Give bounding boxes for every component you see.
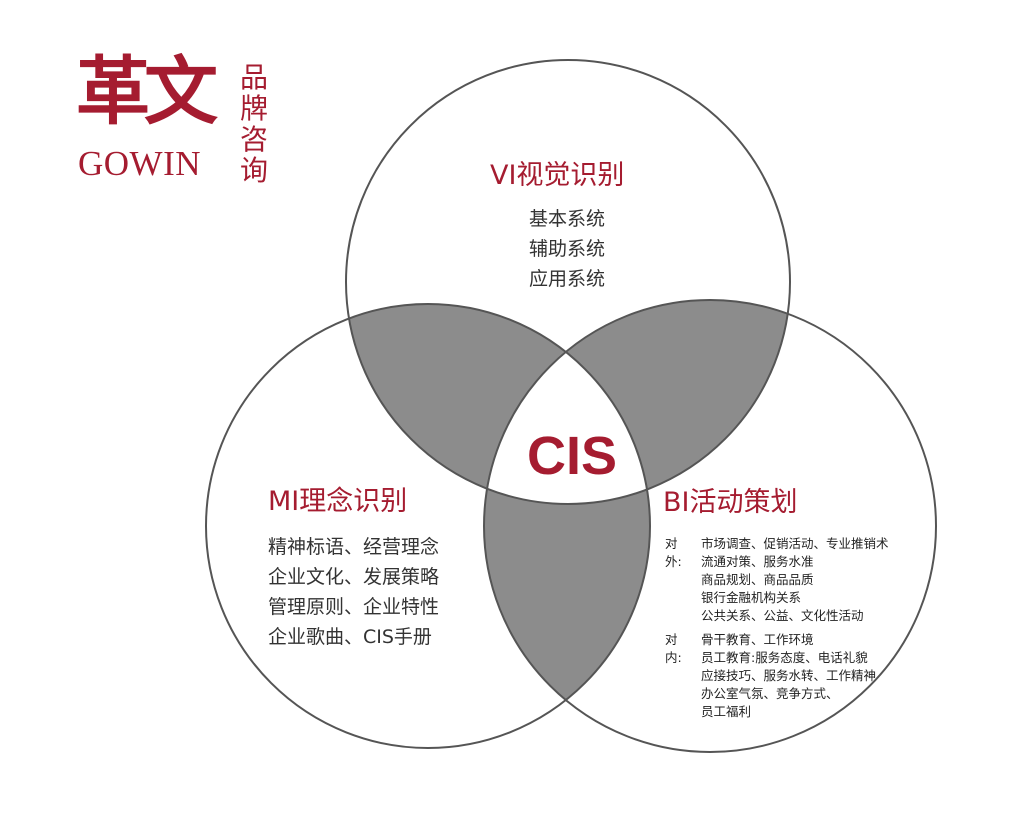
bi-internal-label: 对内: (665, 632, 682, 665)
overlap-regions (346, 300, 790, 748)
bi-external-label: 对外: (665, 536, 682, 569)
bi-internal-item: 应接技巧、服务水转、工作精神 (701, 668, 877, 683)
logo-latin: GOWIN (78, 144, 202, 183)
bi-internal-item: 员工教育:服务态度、电话礼貌 (701, 650, 868, 665)
mi-item: 企业歌曲、CIS手册 (268, 626, 432, 648)
bi-external-list: 市场调查、促销活动、专业推销术流通对策、服务水准商品规划、商品品质银行金融机构关… (701, 535, 889, 625)
mi-item: 精神标语、经营理念 (268, 536, 440, 558)
vi-circle (345, 59, 791, 505)
bi-internal-list: 骨干教育、工作环境员工教育:服务态度、电话礼貌应接技巧、服务水转、工作精神办公室… (701, 631, 876, 721)
mi-title: MI理念识别 (268, 486, 408, 517)
bi-external-item: 流通对策、服务水准 (701, 554, 814, 569)
mi-item-list: 精神标语、经营理念企业文化、发展策略管理原则、企业特性企业歌曲、CIS手册 (268, 532, 439, 652)
bi-external-item: 银行金融机构关系 (701, 590, 802, 605)
bi-title: BI活动策划 (663, 487, 798, 518)
center-overlap (484, 304, 650, 504)
logo-chinese: 革文 (76, 49, 218, 135)
bi-external-item: 公共关系、公益、文化性活动 (701, 608, 864, 623)
mi-item: 管理原则、企业特性 (268, 596, 440, 618)
vi-item: 应用系统 (528, 268, 605, 290)
bi-internal-item: 员工福利 (701, 704, 752, 719)
vi-item: 辅助系统 (528, 238, 605, 260)
bi-circle (483, 299, 937, 753)
vi-item-list: 基本系统辅助系统应用系统 (0, 204, 1032, 294)
mi-circle (205, 303, 651, 749)
bi-internal-item: 办公室气氛、竞争方式、 (701, 686, 839, 701)
logo-tagline: 品牌咨询 (240, 61, 269, 187)
vi-item: 基本系统 (528, 208, 605, 230)
bi-external-item: 商品规划、商品品质 (701, 572, 814, 587)
mi-item: 企业文化、发展策略 (268, 566, 440, 588)
gowin-logo: 革文 GOWIN 品牌咨询 (72, 50, 282, 187)
bi-external-item: 市场调查、促销活动、专业推销术 (701, 536, 889, 551)
bi-internal-item: 骨干教育、工作环境 (701, 632, 814, 647)
cis-center-label: CIS (527, 426, 618, 486)
vi-title: VI视觉识别 (490, 160, 625, 191)
